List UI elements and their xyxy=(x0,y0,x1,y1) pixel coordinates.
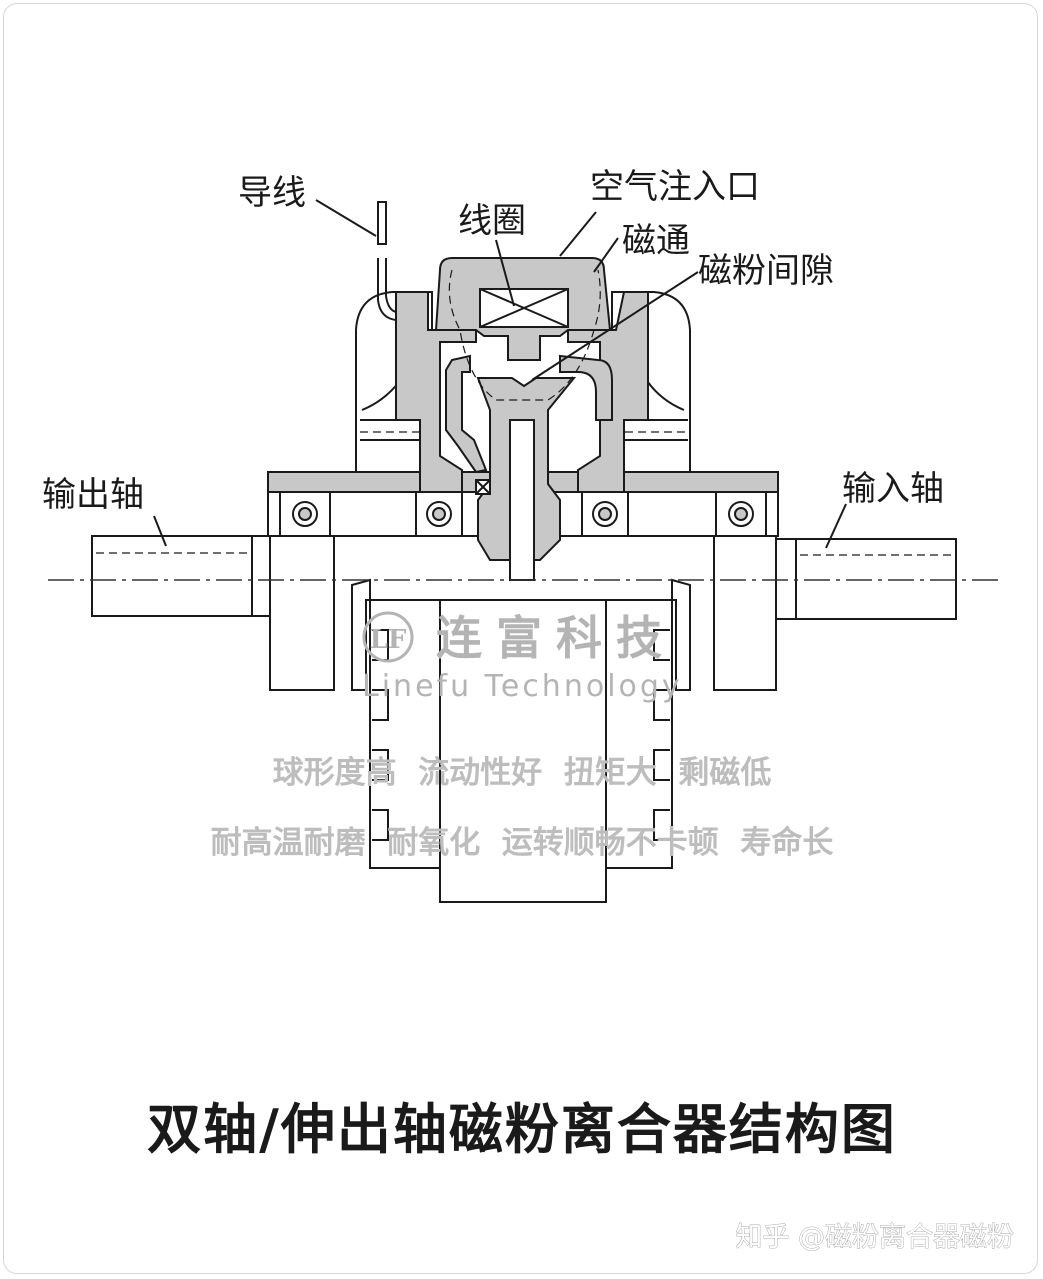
brand-english-name: Linefu Technology xyxy=(362,669,683,704)
upper-housing xyxy=(267,257,779,581)
bearing-4 xyxy=(715,491,767,537)
brand-logo-circle xyxy=(362,611,414,663)
label-air-inlet: 空气注入口 xyxy=(590,167,760,207)
brand-chinese-name: 连富科技 xyxy=(436,611,676,665)
border-frame xyxy=(3,3,1038,1274)
brand-logo: LF xyxy=(362,611,414,663)
label-input-shaft: 输入轴 xyxy=(842,469,944,509)
input-shaft xyxy=(771,538,957,620)
label-powder-gap: 磁粉间隙 xyxy=(698,251,834,291)
features-line-1: 球形度高 流动性好 扭矩大 剩磁低 xyxy=(273,755,772,791)
bearing-3 xyxy=(581,491,629,537)
label-lead-wire: 导线 xyxy=(238,173,306,213)
page-title: 双轴/伸出轴磁粉离合器结构图 xyxy=(147,1097,897,1161)
label-magnetic-flux: 磁通 xyxy=(622,221,690,261)
cooling-slots-right xyxy=(653,629,670,841)
bearing-2 xyxy=(415,491,463,537)
features-line-2: 耐高温耐磨 耐氧化 运转顺畅不卡顿 寿命长 xyxy=(211,825,834,861)
zhihu-watermark: 知乎 @磁粉离合器磁粉 xyxy=(735,1222,1014,1253)
brand-logo-mark: LF xyxy=(370,625,407,655)
label-coil: 线圈 xyxy=(458,201,526,241)
bearing-1 xyxy=(279,491,331,537)
label-output-shaft: 输出轴 xyxy=(42,475,144,515)
lead-wire xyxy=(377,201,397,321)
lower-housing xyxy=(269,535,777,903)
leader-lines xyxy=(153,199,847,549)
output-shaft xyxy=(91,535,273,617)
